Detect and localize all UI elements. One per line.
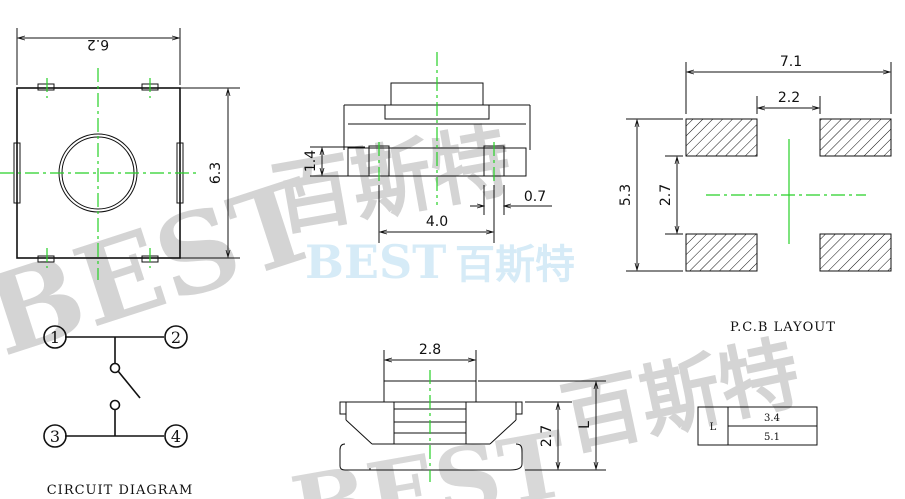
watermark: BEST 百斯特 BEST 百斯特 百斯特 BEST — [0, 113, 808, 499]
front-view: 2.8 2.7 L — [339, 342, 606, 482]
pcb-overall-height-dim: 5.3 — [618, 184, 634, 206]
pad-bottom-left — [685, 233, 758, 272]
side-view-pitch-dim: 4.0 — [426, 214, 448, 230]
side-view-lead-height-dim: 1.4 — [303, 150, 319, 172]
pad-top-right — [819, 118, 892, 157]
pcb-layout-caption: P.C.B LAYOUT — [730, 320, 836, 335]
pin-3-circle — [43, 424, 67, 448]
pcb-gap-height-dim: 2.7 — [658, 184, 674, 206]
pad-bottom-right — [819, 233, 892, 272]
pin-3-label: 3 — [50, 427, 60, 446]
pcb-layout: 7.1 2.2 5.3 2.7 P.C.B LAYOUT — [618, 54, 892, 335]
watermark-best-blue: BEST — [305, 235, 446, 289]
watermark-cjk-blue: 百斯特 — [455, 241, 575, 288]
l-table-value-2: 5.1 — [764, 432, 780, 443]
l-table-label: L — [710, 422, 717, 433]
l-value-table: L 3.4 5.1 — [697, 406, 818, 446]
l-table-value-1: 3.4 — [764, 413, 780, 424]
top-view: 6.2 6.3 — [0, 28, 240, 280]
pin-4-label: 4 — [171, 427, 181, 446]
circuit-diagram-caption: CIRCUIT DIAGRAM — [47, 483, 194, 498]
side-view-lead-width-dim: 0.7 — [524, 189, 546, 205]
top-view-width-dim: 6.2 — [87, 36, 109, 52]
watermark-cjk-gray: 百斯特 — [266, 113, 519, 247]
top-view-height-dim: 6.3 — [208, 162, 224, 184]
pcb-overall-width-dim: 7.1 — [780, 54, 802, 70]
circuit-diagram: 1 2 3 4 CIRCUIT DIAGRAM — [43, 325, 194, 498]
pcb-gap-width-dim: 2.2 — [778, 90, 800, 106]
pad-top-left — [685, 118, 758, 157]
front-view-actuator-width-dim: 2.8 — [419, 342, 441, 358]
pin-2-label: 2 — [171, 328, 181, 347]
pin-2-circle — [164, 325, 188, 349]
pin-1-circle — [43, 325, 67, 349]
front-view-body-height-dim: 2.7 — [539, 425, 555, 447]
front-view-total-height-label: L — [577, 421, 593, 429]
pin-1-label: 1 — [50, 328, 60, 347]
pin-4-circle — [164, 424, 188, 448]
side-view: 1.4 4.0 0.7 — [303, 52, 552, 243]
watermark-cjk-lower: 百斯特 — [554, 325, 808, 467]
